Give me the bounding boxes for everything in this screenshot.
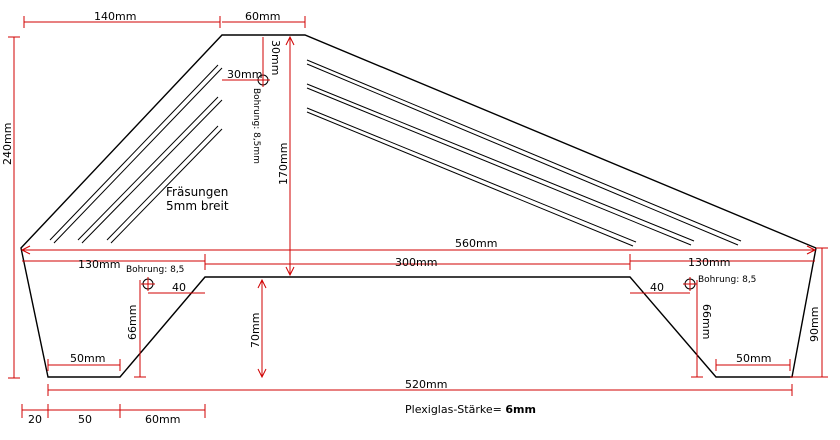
- thickness-note: Plexiglas-Stärke= 6mm: [405, 403, 536, 416]
- dim-hole-offset-x: 30mm: [227, 68, 262, 81]
- dim-right-foot: 50mm: [736, 352, 771, 365]
- grooves-left: [49, 64, 223, 244]
- grooves-right: [306, 59, 742, 247]
- dim-right-leg-height: 66mm: [700, 304, 713, 339]
- part-outline: [20, 34, 817, 378]
- thickness-value: 6mm: [505, 403, 536, 416]
- dim-center-height: 170mm: [277, 143, 290, 185]
- hole-right: [683, 277, 697, 291]
- dim-bottom-width: 520mm: [405, 378, 447, 391]
- dimension-lines: [8, 16, 828, 418]
- dim-top-width: 60mm: [245, 10, 280, 23]
- dim-seg-50: 50: [78, 413, 92, 426]
- thickness-label: Plexiglas-Stärke=: [405, 403, 505, 416]
- dim-left-leg-height: 66mm: [126, 305, 139, 340]
- dim-hole-offset-y: 30mm: [269, 40, 282, 75]
- dim-seg-60: 60mm: [145, 413, 180, 426]
- dim-overall-width: 560mm: [455, 237, 497, 250]
- hole-label-left: Bohrung: 8,5: [126, 265, 184, 275]
- hole-left: [141, 277, 155, 291]
- grooves-note-line2: 5mm breit: [166, 199, 229, 213]
- dim-right-hole-dx: 40: [650, 281, 664, 294]
- hole-label-top: Bohrung: 8,5mm: [251, 88, 261, 164]
- dim-left-shoulder: 130mm: [78, 258, 120, 271]
- dim-right-height: 90mm: [808, 307, 821, 342]
- dim-top-left-width: 140mm: [94, 10, 136, 23]
- dim-right-shoulder: 130mm: [688, 256, 730, 269]
- dim-left-height: 240mm: [1, 123, 14, 165]
- dim-middle-width: 300mm: [395, 256, 437, 269]
- dim-arch-height: 70mm: [249, 313, 262, 348]
- dim-left-foot: 50mm: [70, 352, 105, 365]
- grooves-note-line1: Fräsungen: [166, 185, 228, 199]
- dim-left-hole-dx: 40: [172, 281, 186, 294]
- dim-seg-20: 20: [28, 413, 42, 426]
- hole-label-right: Bohrung: 8,5: [698, 275, 756, 285]
